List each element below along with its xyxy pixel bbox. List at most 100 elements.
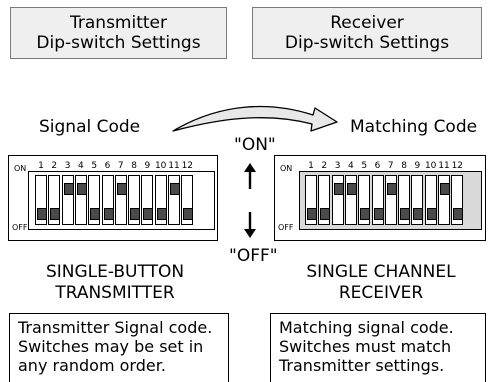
- transmitter-title-line1: Transmitter: [70, 13, 167, 33]
- signal-code-label: Signal Code: [39, 117, 141, 137]
- transmitter-desc-line2: Switches may be set in: [18, 337, 204, 356]
- switch-knob: [90, 208, 101, 220]
- down-arrow-icon: [244, 212, 256, 238]
- switch-number: 2: [51, 161, 58, 171]
- dip-switch-1: [35, 175, 47, 225]
- switch-knob: [400, 208, 411, 220]
- receiver-description-box: Matching signal code. Switches must matc…: [270, 313, 486, 382]
- receiver-desc-line2: Switches must match: [279, 337, 452, 356]
- switch-knob: [373, 208, 384, 220]
- receiver-title-box: Receiver Dip-switch Settings: [252, 7, 482, 59]
- dip-switch-10: [154, 175, 167, 225]
- dip-switch-1: [305, 175, 317, 225]
- receiver-caption-line1: SINGLE CHANNEL: [306, 262, 456, 282]
- dip-switch-9: [411, 175, 424, 225]
- switch-knob: [413, 208, 424, 220]
- switch-number: 6: [374, 161, 381, 171]
- dip-switch-12: [181, 175, 194, 225]
- dip-switch-2: [48, 175, 61, 225]
- switch-number: 6: [104, 161, 111, 171]
- off-label: "OFF": [229, 246, 278, 266]
- receiver-caption-line2: RECEIVER: [338, 283, 424, 303]
- dip-switch-12: [451, 175, 464, 225]
- dip-switch-11: [438, 175, 450, 225]
- switch-knob: [183, 208, 194, 220]
- switch-number: 10: [424, 161, 437, 171]
- dip-switch-11: [168, 175, 180, 225]
- transmitter-title-box: Transmitter Dip-switch Settings: [10, 7, 227, 59]
- switch-number: 5: [91, 161, 98, 171]
- dip-switch-7: [384, 175, 397, 225]
- receiver-desc-line3: Transmitter settings.: [279, 356, 445, 375]
- switch-knob: [170, 183, 180, 195]
- switch-knob: [156, 208, 167, 220]
- transmitter-desc-line1: Transmitter Signal code.: [18, 318, 213, 337]
- switch-knob: [453, 208, 464, 220]
- dip-switch-5: [88, 175, 101, 225]
- transfer-arrow-icon: [172, 105, 338, 132]
- switch-number: 8: [401, 161, 407, 171]
- switch-knob: [37, 208, 47, 220]
- dip-off-label: OFF: [278, 223, 294, 232]
- transmitter-caption-line1: SINGLE-BUTTON: [45, 262, 185, 282]
- transmitter-caption: SINGLE-BUTTON TRANSMITTER: [10, 262, 220, 304]
- switch-knob: [320, 208, 331, 220]
- switch-number: 4: [78, 161, 84, 171]
- switch-knob: [426, 208, 437, 220]
- dip-switch-4: [74, 175, 87, 225]
- switch-knob: [386, 183, 397, 195]
- switch-knob: [346, 183, 357, 195]
- dip-switch-4: [344, 175, 357, 225]
- switch-number: 5: [361, 161, 368, 171]
- dip-on-label: ON: [280, 164, 293, 173]
- switch-knob: [63, 183, 74, 195]
- switch-knob: [333, 183, 344, 195]
- switch-number: 7: [117, 161, 124, 171]
- receiver-title-line2: Dip-switch Settings: [284, 33, 450, 53]
- switch-number: 1: [308, 161, 314, 171]
- switch-number: 11: [438, 161, 450, 171]
- dip-switch-8: [128, 175, 141, 225]
- switch-number: 3: [64, 161, 71, 171]
- switch-number: 7: [387, 161, 394, 171]
- dip-switch-8: [398, 175, 411, 225]
- transmitter-description-box: Transmitter Signal code. Switches may be…: [9, 313, 229, 382]
- receiver-title-line1: Receiver: [330, 13, 404, 33]
- switch-knob: [103, 208, 114, 220]
- dip-on-label: ON: [14, 164, 27, 173]
- switch-number: 11: [168, 161, 180, 171]
- receiver-desc-line1: Matching signal code.: [279, 318, 454, 337]
- transmitter-title-line2: Dip-switch Settings: [36, 33, 201, 53]
- dip-switch-5: [358, 175, 371, 225]
- switch-number: 10: [154, 161, 167, 171]
- matching-code-label: Matching Code: [350, 117, 478, 137]
- dip-switch-9: [141, 175, 154, 225]
- switch-knob: [307, 208, 317, 220]
- switch-knob: [116, 183, 127, 195]
- switch-number: 4: [348, 161, 354, 171]
- switch-knob: [143, 208, 154, 220]
- switch-number: 9: [414, 161, 421, 171]
- switch-number: 2: [321, 161, 328, 171]
- receiver-caption: SINGLE CHANNEL RECEIVER: [275, 262, 487, 304]
- dip-switch-2: [318, 175, 331, 225]
- transmitter-caption-line2: TRANSMITTER: [55, 283, 175, 303]
- dip-switch-3: [61, 175, 74, 225]
- dip-switch-3: [331, 175, 344, 225]
- switch-number: 12: [451, 161, 464, 171]
- switch-knob: [76, 183, 87, 195]
- switch-number: 12: [181, 161, 194, 171]
- switch-knob: [50, 208, 61, 220]
- switch-knob: [440, 183, 450, 195]
- dip-switch-6: [101, 175, 114, 225]
- dip-off-label: OFF: [12, 223, 28, 232]
- switch-knob: [360, 208, 371, 220]
- dip-switch-6: [371, 175, 384, 225]
- on-label: "ON": [234, 135, 276, 155]
- switch-number: 8: [131, 161, 137, 171]
- switch-number: 1: [38, 161, 44, 171]
- dip-switch-10: [424, 175, 437, 225]
- dip-switch-7: [114, 175, 127, 225]
